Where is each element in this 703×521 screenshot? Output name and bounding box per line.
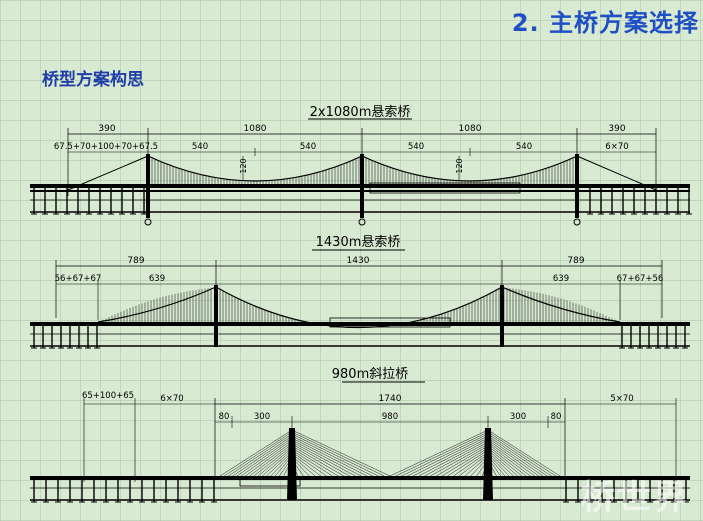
- section-subtitle: 桥型方案构思: [42, 70, 144, 90]
- sub-dim-label: 65+100+65: [82, 391, 134, 401]
- sub-dim-label: 6×70: [160, 394, 183, 404]
- sub-dim-label: 639: [553, 274, 569, 284]
- hangers: [99, 287, 619, 328]
- tower: [214, 285, 218, 347]
- deck: [30, 184, 690, 188]
- sub-dim-label: 67+67+56: [617, 274, 664, 284]
- sub-dim-label: 639: [149, 274, 165, 284]
- hangers: [151, 157, 574, 184]
- scheme-2-drawing: 1430m悬索桥 789 1430 789 56+67+67 639 639 6…: [30, 235, 690, 349]
- slide-title: 2. 主桥方案选择: [511, 9, 699, 37]
- pylon: [483, 428, 493, 500]
- dim-label: 1080: [244, 124, 267, 134]
- main-cable: [215, 286, 503, 329]
- sub-dim-label: 80: [551, 412, 562, 422]
- sub-dim-label: 300: [510, 412, 526, 422]
- approach-piers: [31, 480, 689, 503]
- dim-label: 789: [127, 256, 144, 266]
- sub-dim-label: 5×70: [610, 394, 633, 404]
- sub-dim-label: 980: [382, 412, 398, 422]
- main-cable: [147, 155, 363, 182]
- sub-dim-label: 56+67+67: [55, 274, 102, 284]
- watermark-logo: 桥世界: [581, 478, 689, 518]
- sub-dim-label: 67.5+70+100+70+67.5: [54, 142, 158, 152]
- dim-label: 390: [608, 124, 625, 134]
- backstay-cable: [501, 286, 621, 323]
- sub-dim-label: 6×70: [605, 142, 628, 152]
- backstay-cable: [97, 286, 217, 323]
- main-cable: [361, 155, 578, 182]
- scheme-3-drawing: 980m斜拉桥 1740 65+100+65 6×70 80 300 980 3…: [30, 367, 690, 503]
- scheme-2-name: 1430m悬索桥: [316, 235, 401, 250]
- scheme-1-name: 2x1080m悬索桥: [310, 105, 411, 120]
- approach-piers: [31, 326, 688, 349]
- navigation-box: [329, 317, 451, 328]
- sub-dim-label: 300: [254, 412, 270, 422]
- dim-label: 390: [98, 124, 115, 134]
- dim-label: 1080: [459, 124, 482, 134]
- stay-cables: [219, 429, 561, 477]
- sag-label: 120: [455, 158, 464, 173]
- sub-dim-label: 540: [516, 142, 532, 152]
- deck: [30, 322, 690, 326]
- dim-label: 1430: [347, 256, 370, 266]
- pylon: [287, 428, 297, 500]
- scheme-3-name: 980m斜拉桥: [332, 367, 408, 382]
- sag-label: 120: [239, 158, 248, 173]
- sub-dim-label: 540: [408, 142, 424, 152]
- tower: [500, 285, 504, 347]
- dim-label: 789: [567, 256, 584, 266]
- sub-dim-label: 80: [219, 412, 230, 422]
- sub-dim-label: 540: [300, 142, 316, 152]
- deck: [30, 476, 690, 480]
- scheme-1-drawing: 2x1080m悬索桥 390 1080 1080 390 67.5+70+100…: [30, 105, 692, 226]
- sub-dim-label: 540: [192, 142, 208, 152]
- navigation-box: [369, 182, 521, 194]
- approach-piers: [31, 188, 692, 215]
- dim-label: 1740: [379, 394, 402, 404]
